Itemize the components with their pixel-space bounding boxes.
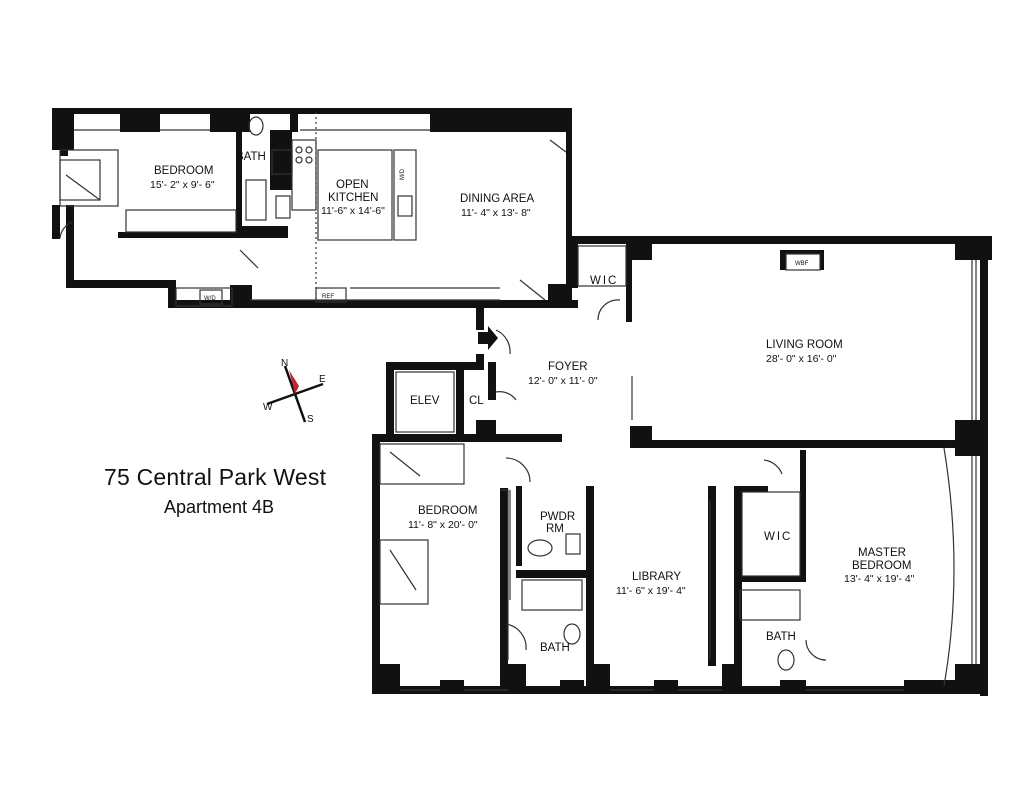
master-dims: 13'- 4" x 19'- 4"	[844, 573, 915, 585]
wbf-label: WBF	[795, 261, 809, 267]
library-dims: 11'- 6" x 19'- 4"	[616, 585, 686, 597]
pwdr-name1: PWDR	[540, 511, 575, 523]
foyer-dims: 12'- 0" x 11'- 0"	[528, 375, 598, 387]
bedroom2-name: BEDROOM	[418, 505, 477, 517]
pwdr-name2: RM	[546, 523, 564, 535]
compass-s: S	[307, 414, 314, 425]
mw-label: M/D	[400, 168, 406, 180]
entry-arrow-icon	[478, 326, 498, 350]
bath3-name: BATH	[766, 631, 796, 643]
unit-subtitle: Apartment 4B	[164, 497, 275, 517]
dining-dims: 11'- 4" x 13'- 8"	[461, 207, 531, 219]
compass-w: W	[263, 402, 273, 413]
kitchen-name2: KITCHEN	[328, 192, 378, 204]
bedroom1-dims: 15'- 2" x 9'- 6"	[150, 179, 215, 191]
wic2-name: WIC	[764, 531, 792, 543]
bath2-name: BATH	[540, 642, 570, 654]
living-name: LIVING ROOM	[766, 339, 843, 351]
kitchen-name1: OPEN	[336, 179, 369, 191]
living-dims: 28'- 0" x 16'- 0"	[766, 353, 837, 365]
bedroom2-dims: 11'- 8" x 20'- 0"	[408, 519, 478, 531]
library-name: LIBRARY	[632, 571, 681, 583]
bath1-name: BATH	[236, 151, 266, 163]
kitchen-dims: 11'-6" x 14'-6"	[321, 205, 385, 217]
compass-icon: N E S W	[263, 358, 326, 425]
compass-e: E	[319, 374, 326, 385]
dining-name: DINING AREA	[460, 193, 534, 205]
elev-name: ELEV	[410, 395, 440, 407]
ref-label: REF	[322, 294, 334, 300]
wic1-name: WIC	[590, 275, 618, 287]
wd-label: W/D	[204, 296, 216, 302]
address-title: 75 Central Park West	[104, 464, 327, 490]
walls	[52, 108, 992, 696]
compass-n: N	[281, 358, 288, 369]
master-name1: MASTER	[858, 547, 906, 559]
thin-lines	[59, 112, 977, 691]
bedroom1-name: BEDROOM	[154, 165, 213, 177]
foyer-name: FOYER	[548, 361, 588, 373]
master-name2: BEDROOM	[852, 560, 911, 572]
title-block: 75 Central Park West Apartment 4B	[104, 464, 404, 518]
cl-name: CL	[469, 395, 484, 407]
